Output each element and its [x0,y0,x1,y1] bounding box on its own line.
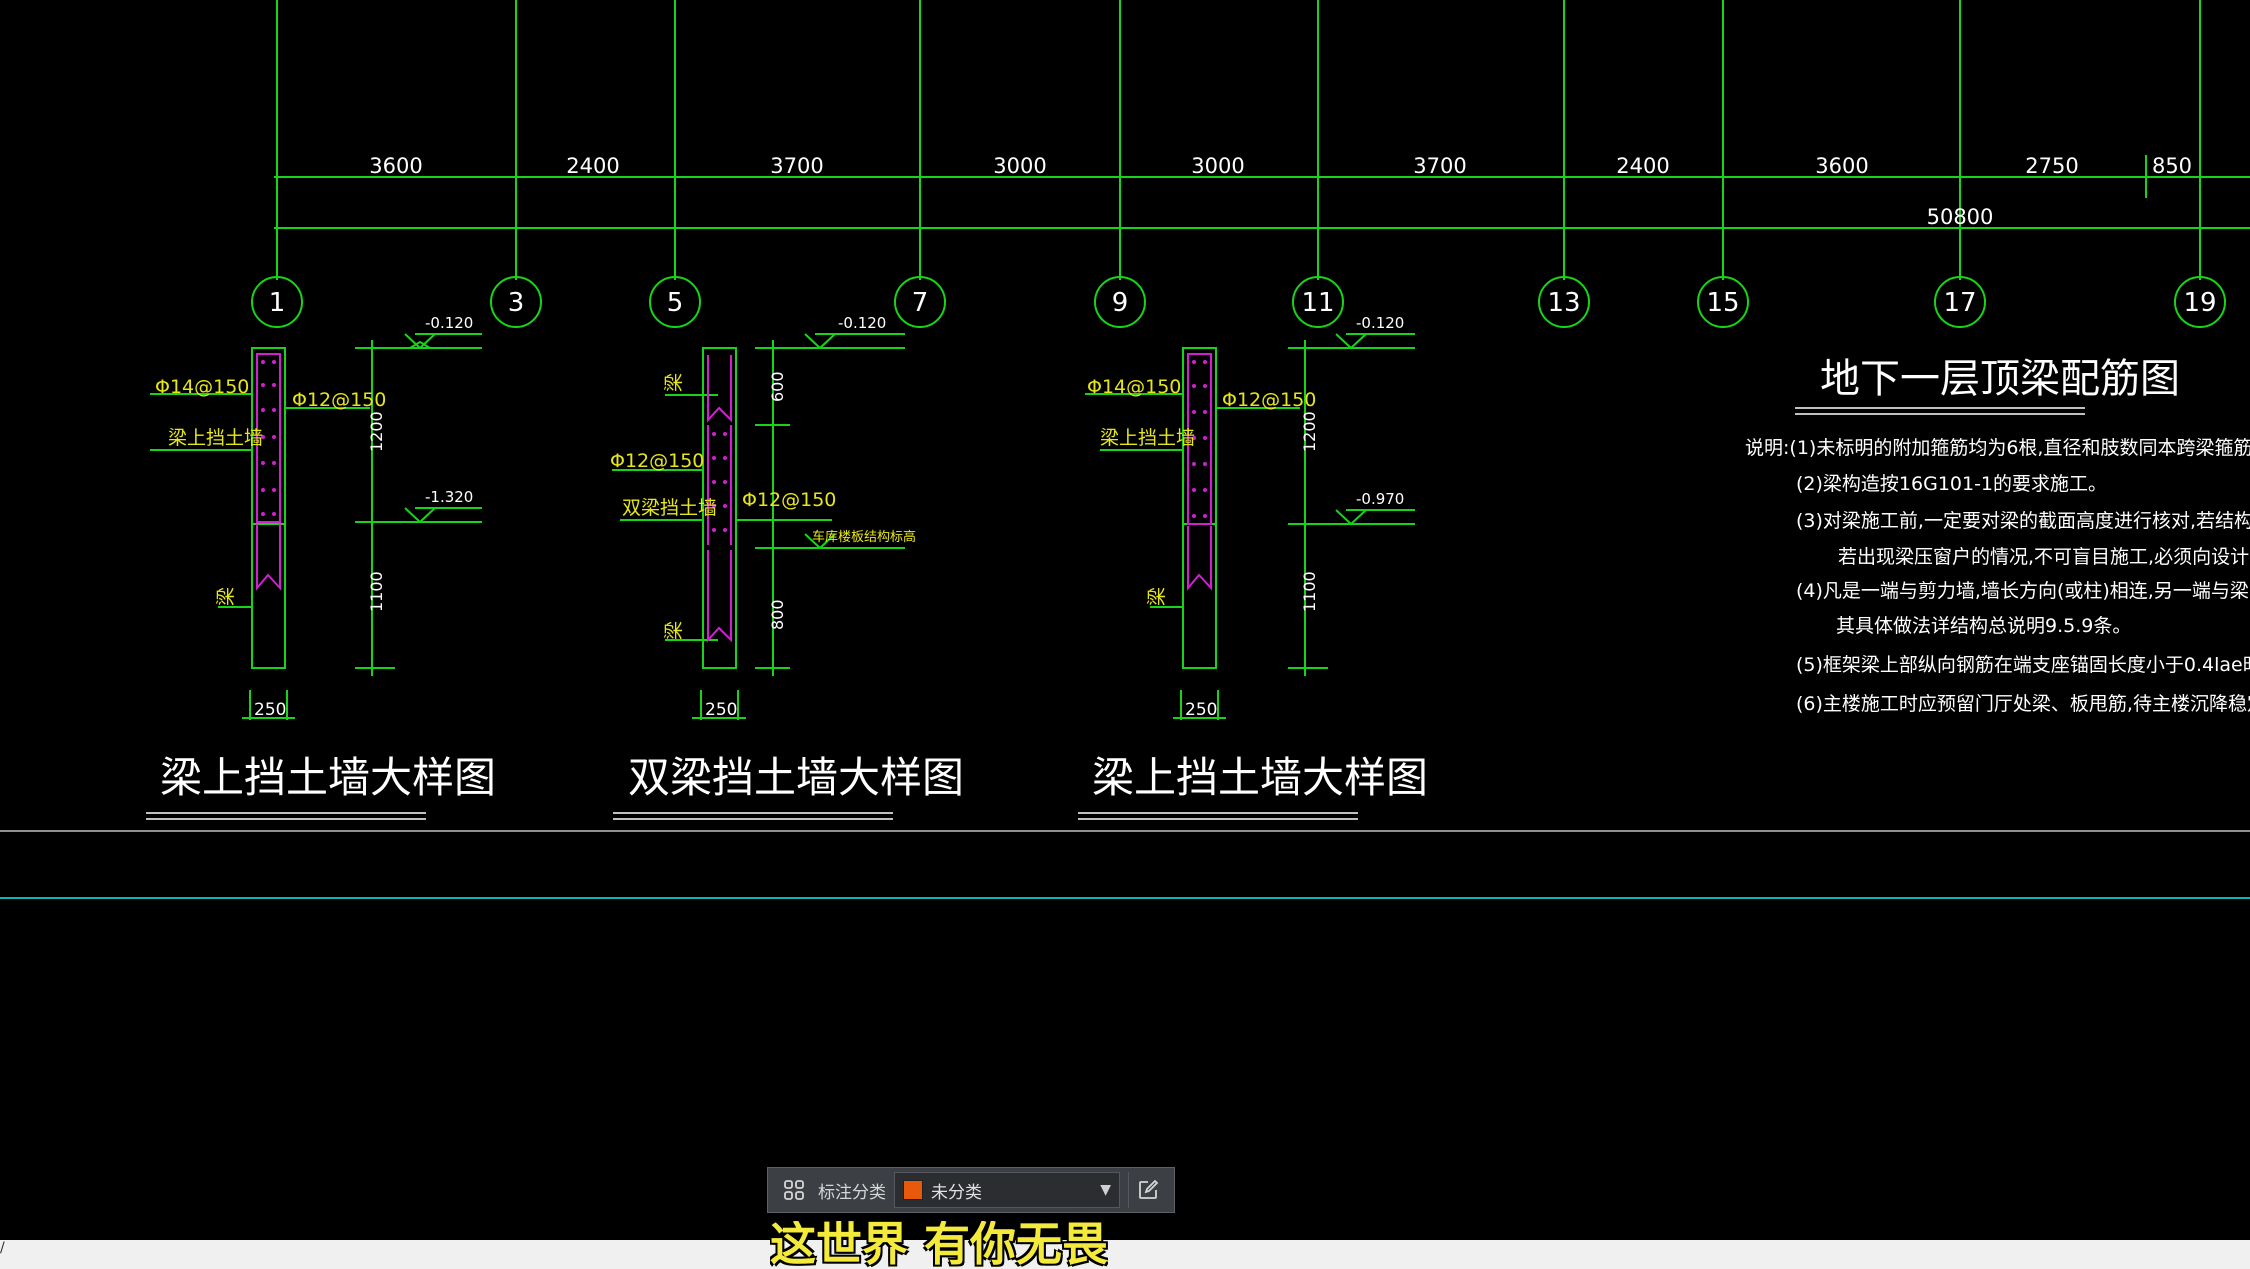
note-line: (3)对梁施工前,一定要对梁的截面高度进行核对,若结构图与建筑图立面不符的情 [1796,510,2250,532]
note-line: 其具体做法详结构总说明9.5.9条。 [1836,615,2131,637]
detail-2[interactable]: 梁 Φ12@150 Φ12@150 双梁挡土墙 梁 -0.120 车库楼板结构标… [610,314,964,820]
category-color-swatch [903,1180,923,1200]
dim-text: 2400 [1616,154,1669,178]
status-bar [0,1240,2250,1269]
elev-mid: -1.320 [425,488,473,506]
note-line: (5)框架梁上部纵向钢筋在端支座锚固长度小于0.4lae时,应按结构总说明第9 [1796,654,2250,676]
category-selected-value: 未分类 [931,1182,982,1203]
detail-title: 梁上挡土墙大样图 [1092,753,1428,802]
beam-label-top: 梁 [663,373,685,392]
rebar-label-left: Φ14@150 [155,376,249,398]
dim-upper: 1200 [367,411,386,452]
detail-3[interactable]: Φ14@150 Φ12@150 梁上挡土墙 梁 -0.120 -0.970 12… [1078,314,1428,820]
dim-width: 250 [254,700,286,720]
grid-menu-icon[interactable] [776,1172,812,1208]
elev-top: -0.120 [1356,314,1404,332]
axis-grid [274,0,2250,280]
dim-text: 3600 [369,154,422,178]
plan-title: 地下一层顶梁配筋图 [1820,356,2180,402]
wall-label: 梁上挡土墙 [168,427,263,449]
elev-top: -0.120 [838,314,886,332]
beam-label: 梁 [1146,587,1168,606]
edit-icon[interactable] [1128,1172,1167,1208]
detail-title: 双梁挡土墙大样图 [628,753,964,802]
cad-drawing-canvas[interactable]: 3600 2400 3700 3000 3000 3700 2400 3600 … [0,0,2250,1240]
plan-title-block[interactable]: 地下一层顶梁配筋图 [1795,356,2180,415]
dimension-chain: 3600 2400 3700 3000 3000 3700 2400 3600 … [369,154,2192,229]
video-caption: 这世界 有你无畏 [770,1221,1109,1269]
axis-label: 1 [269,288,286,318]
dim-total-text: 50800 [1927,205,1994,229]
dim-lower: 800 [768,599,787,630]
dim-text: 3000 [993,154,1046,178]
dim-upper: 600 [768,371,787,402]
axis-label: 15 [1706,288,1739,318]
elev-mid: -0.970 [1356,490,1404,508]
axis-label: 9 [1112,288,1129,318]
dim-upper: 1200 [1300,411,1319,452]
dim-text: 3600 [1815,154,1868,178]
dim-text: 2750 [2025,154,2078,178]
corner-mark: / [0,1240,5,1256]
rebar-label-right: Φ12@150 [742,489,836,511]
axis-label: 17 [1943,288,1976,318]
note-line: 若出现梁压窗户的情况,不可盲目施工,必须向设计院确认 [1838,546,2250,568]
wall-label: 梁上挡土墙 [1100,427,1195,449]
annotation-toolbar: 标注分类 未分类 ▼ [767,1167,1175,1213]
rebar-label-right: Φ12@150 [292,389,386,411]
elev-top: -0.120 [425,314,473,332]
beam-label-bottom: 梁 [663,621,685,640]
axis-label: 11 [1301,288,1334,318]
note-line: (2)梁构造按16G101-1的要求施工。 [1796,473,2107,495]
rebar-label-left: Φ12@150 [610,450,704,472]
dim-lower: 1100 [1300,571,1319,612]
dim-text: 3700 [1413,154,1466,178]
axis-bubbles [251,276,2226,328]
note-line: 说明:(1)未标明的附加箍筋均为6根,直径和肢数同本跨梁箍筋,间距50。 [1745,437,2250,459]
axis-label: 7 [912,288,929,318]
detail-1[interactable]: Φ14@150 Φ12@150 梁上挡土墙 梁 -0.120 -1.320 12… [146,314,496,820]
annotation-category-select[interactable]: 未分类 ▼ [894,1172,1120,1208]
rebar-label-left: Φ14@150 [1087,376,1181,398]
axis-labels: 1 3 5 7 9 11 13 15 17 19 [269,288,2217,318]
dim-text: 850 [2152,154,2192,178]
axis-label: 19 [2183,288,2216,318]
dim-width: 250 [705,700,737,720]
chevron-down-icon: ▼ [1100,1182,1111,1198]
note-line: (4)凡是一端与剪力墙,墙长方向(或柱)相连,另一端与梁(或墙)垂直相连的KL, [1796,580,2250,602]
dim-lower: 1100 [367,571,386,612]
axis-label: 3 [508,288,525,318]
wall-label: 双梁挡土墙 [622,497,717,519]
rebar-label-right: Φ12@150 [1222,389,1316,411]
axis-label: 5 [667,288,684,318]
dim-width: 250 [1185,700,1217,720]
dim-text: 3700 [770,154,823,178]
beam-label: 梁 [215,587,237,606]
dim-text: 3000 [1191,154,1244,178]
elev-mid: 车库楼板结构标高 [812,529,916,545]
annotation-category-label: 标注分类 [818,1182,886,1203]
dim-text: 2400 [566,154,619,178]
detail-title: 梁上挡土墙大样图 [160,753,496,802]
note-line: (6)主楼施工时应预留门厅处梁、板甩筋,待主楼沉降稳定后方可施工。 [1796,693,2250,715]
design-notes: 说明:(1)未标明的附加箍筋均为6根,直径和肢数同本跨梁箍筋,间距50。 (2)… [1745,437,2250,715]
axis-label: 13 [1547,288,1580,318]
